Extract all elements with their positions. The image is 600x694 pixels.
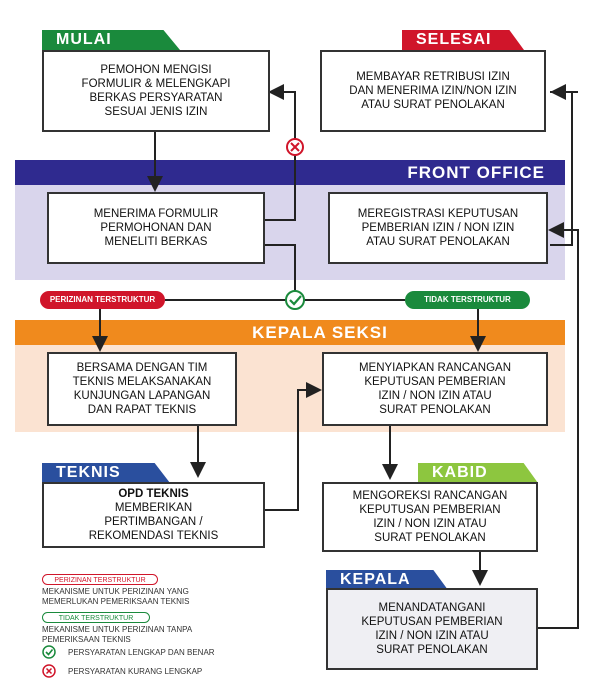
line-check-down: [265, 244, 296, 300]
box-menandatangani: MENANDATANGANI KEPUTUSAN PEMBERIAN IZIN …: [326, 588, 538, 670]
box-mengoreksi: MENGOREKSI RANCANGAN KEPUTUSAN PEMBERIAN…: [322, 482, 538, 552]
legend-tidak-desc: MEKANISME UNTUK PERIZINAN TANPA PEMERIKS…: [42, 625, 193, 644]
box-pemohon: PEMOHON MENGISI FORMULIR & MELENGKAPI BE…: [42, 50, 270, 132]
pill-perizinan-terstruktur: PERIZINAN TERSTRUKTUR: [40, 291, 165, 309]
legend-terstruktur-desc: MEKANISME UNTUK PERIZINAN YANG MEMERLUKA…: [42, 587, 190, 606]
arrow-to-meregistrasi: [535, 222, 579, 629]
arrow-teknis-menyiapkan: [265, 382, 322, 511]
box-menyiapkan: MENYIAPKAN RANCANGAN KEPUTUSAN PEMBERIAN…: [322, 352, 548, 426]
stage-selesai-tag: SELESAI: [402, 30, 524, 50]
legend-cross-desc: PERSYARATAN KURANG LENGKAP: [68, 667, 203, 676]
legend-check-desc: PERSYARATAN LENGKAP DAN BENAR: [68, 648, 215, 657]
box-menerima: MENERIMA FORMULIR PERMOHONAN DAN MENELIT…: [47, 192, 265, 264]
opd-body: MEMBERIKAN PERTIMBANGAN / REKOMENDASI TE…: [88, 502, 219, 542]
box-membayar: MEMBAYAR RETRIBUSI IZIN DAN MENERIMA IZI…: [320, 50, 546, 132]
legend-pill-tidak: TIDAK TERSTRUKTUR: [42, 612, 150, 623]
box-meregistrasi: MEREGISTRASI KEPUTUSAN PEMBERIAN IZIN / …: [328, 192, 548, 264]
box-opd-teknis: OPD TEKNIS MEMBERIKAN PERTIMBANGAN / REK…: [42, 482, 265, 548]
legend-cross-icon: [42, 664, 56, 678]
stage-teknis-tag: TEKNIS: [42, 463, 170, 483]
legend-pill-terstruktur: PERIZINAN TERSTRUKTUR: [42, 574, 158, 585]
check-marker: [285, 290, 305, 310]
box-bersama: BERSAMA DENGAN TIM TEKNIS MELAKSANAKAN K…: [47, 352, 237, 426]
pill-tidak-terstruktur: TIDAK TERSTRUKTUR: [405, 291, 530, 309]
front-office-header: FRONT OFFICE: [15, 160, 565, 185]
stage-kepala-tag: KEPALA: [326, 570, 448, 590]
opd-title: OPD TEKNIS: [118, 488, 189, 500]
stage-mulai-tag: MULAI: [42, 30, 180, 50]
line-meregistrasi-up: [550, 91, 573, 246]
legend-check-icon: [42, 645, 56, 659]
stage-kabid-tag: KABID: [418, 463, 538, 483]
cross-marker: [286, 138, 304, 156]
